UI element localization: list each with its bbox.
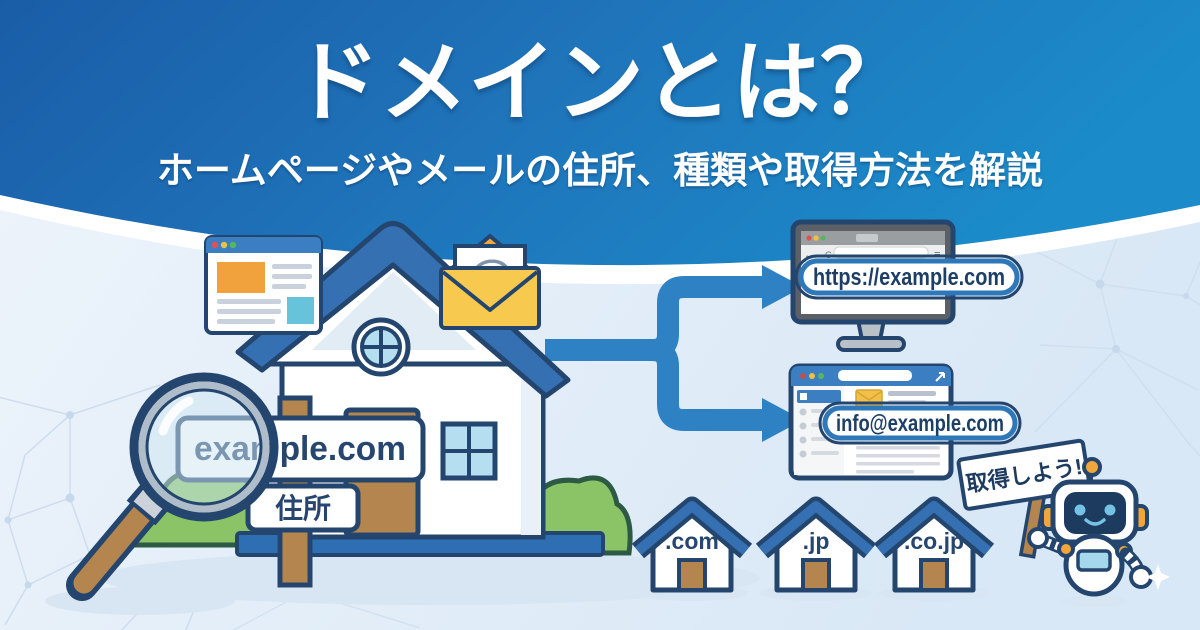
webpage-text-lines [217, 264, 312, 324]
webpage-maximize-icon [229, 241, 237, 249]
com-house-label: .com [665, 528, 719, 554]
url-pill: https://example.com [794, 254, 1024, 300]
branch-arrows [545, 265, 803, 442]
robot-shoulder-left [1057, 540, 1075, 558]
magnifier-rim-inner [138, 381, 270, 513]
browser-minimize-icon [813, 235, 819, 241]
robot-hand-left [1027, 527, 1049, 549]
magnifier-rim-outer [129, 372, 279, 522]
domain-house-cojp: .co.jp [873, 496, 995, 593]
browser-maximize-icon [820, 235, 826, 241]
header-blue-curve [0, 0, 1200, 266]
monitor-stand [836, 336, 906, 352]
email-pill-label: info@example.com [836, 410, 1004, 436]
email-envelope: @ [439, 234, 541, 330]
house-wall-shade [521, 360, 541, 535]
page-title: ドメインとは？ [292, 33, 908, 132]
magnifier-highlight [158, 396, 194, 436]
email-maximize-icon [818, 373, 824, 379]
robot-smile [1084, 518, 1106, 526]
address-sign-label: 住所 [275, 492, 331, 524]
envelope-fold-lines [441, 270, 539, 312]
webpage-close-icon [211, 241, 219, 249]
robot-belly-screen [1076, 549, 1112, 572]
address-sign-board [245, 483, 361, 533]
sparkle-icon [1146, 564, 1170, 590]
email-sidebar-selected [797, 390, 841, 403]
com-house-door [677, 558, 707, 592]
magnifier-handle [73, 499, 156, 594]
robot-eye-right [1104, 504, 1116, 516]
expand-icon [935, 372, 945, 382]
cojp-house-door [919, 558, 949, 592]
robot-antenna-ball [1082, 457, 1102, 477]
email-minimize-icon [809, 373, 815, 379]
webpage-card [204, 235, 323, 335]
back-icon: ← [804, 250, 814, 261]
page-subtitle: ホームページやメールの住所、種類や取得方法を解説 [157, 150, 1043, 191]
email-close-icon [800, 373, 806, 379]
network-pattern-right-nodes [1095, 279, 1189, 353]
jp-house-label: .jp [803, 528, 830, 554]
robot-face-screen [1064, 492, 1126, 534]
webpage-title-bar [206, 237, 321, 253]
magnifying-glass [66, 372, 279, 601]
domain-house-com: .com [631, 496, 753, 593]
browser-tab [856, 234, 878, 242]
webpage-thumb-image [287, 297, 314, 324]
email-search-field [838, 370, 912, 381]
email-pill: info@example.com [818, 401, 1022, 445]
arrow-head-top-icon [762, 265, 803, 309]
url-pill-label: https://example.com [813, 264, 1005, 291]
email-body-lines [856, 446, 940, 474]
browser-close-icon [806, 235, 812, 241]
webpage-hero-image [217, 262, 265, 293]
arrow-head-bottom-icon [762, 398, 803, 442]
envelope-body [439, 266, 541, 330]
robot-eye-left [1074, 504, 1086, 516]
robot-mascot: 取得しよう! [956, 438, 1170, 597]
cojp-house-label: .co.jp [904, 528, 964, 554]
webpage-minimize-icon [220, 241, 228, 249]
house-gable-shade [312, 272, 476, 350]
jp-house-door [801, 558, 831, 592]
domain-house-jp: .jp [755, 496, 877, 593]
